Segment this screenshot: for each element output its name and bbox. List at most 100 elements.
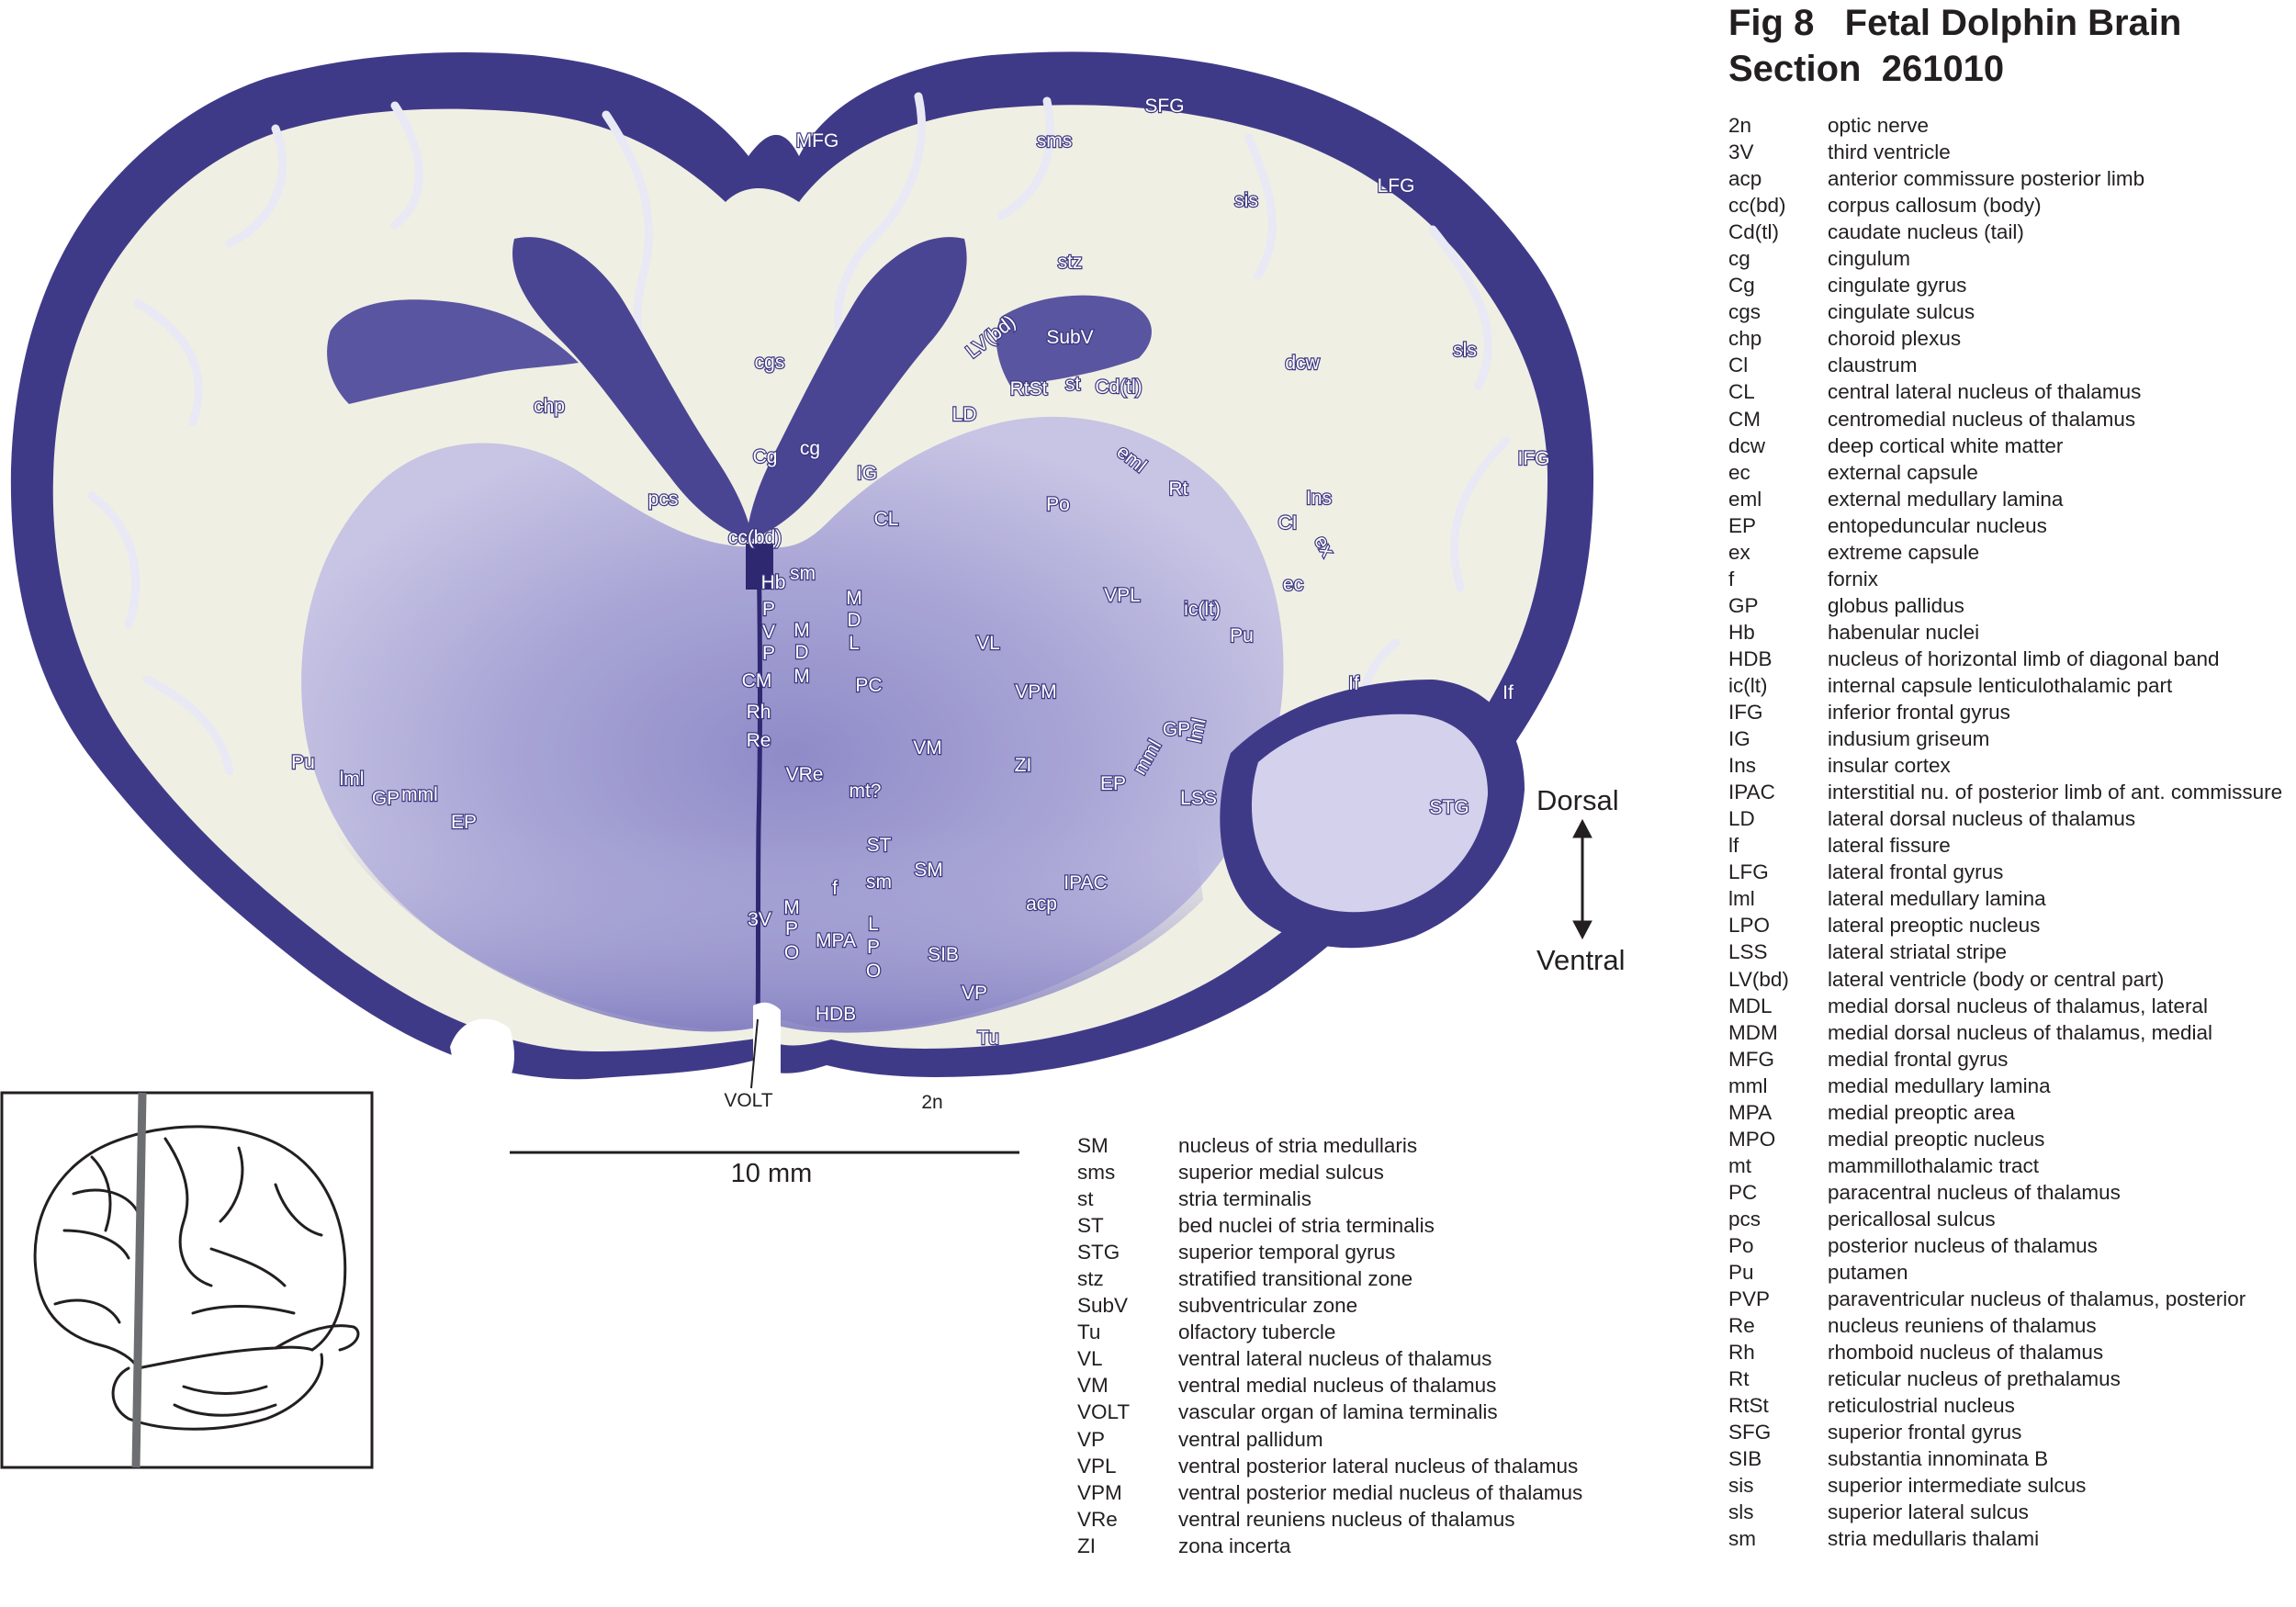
legend-abbreviation: Pu (1728, 1261, 1754, 1285)
legend-abbreviation: IFG (1728, 701, 1763, 725)
legend-description: deep cortical white matter (1828, 433, 2064, 457)
section-label: CM (742, 670, 772, 691)
legend-description: medial preoptic nucleus (1828, 1127, 2045, 1151)
section-label: sls (1453, 340, 1477, 361)
section-label: D (794, 642, 808, 663)
section-label: MFG (796, 130, 839, 152)
legend-row: MPO medial preoptic nucleus (1728, 1126, 2282, 1152)
legend-description: reticular nucleus of prethalamus (1828, 1367, 2121, 1391)
legend-description: optic nerve (1828, 114, 1930, 137)
legend-abbreviation: f (1728, 567, 1735, 590)
legend-description: centromedial nucleus of thalamus (1828, 407, 2136, 431)
legend-abbreviation: EP (1728, 513, 1757, 537)
section-label: V (762, 622, 775, 643)
legend-abbreviation: Hb (1728, 620, 1755, 644)
legend-abbreviation: Tu (1077, 1320, 1101, 1344)
legend-abbreviation: VRe (1077, 1507, 1118, 1531)
legend-description: pericallosal sulcus (1828, 1207, 1996, 1231)
legend-description: anterior commissure posterior limb (1828, 167, 2145, 191)
legend-row: Pu putamen (1728, 1259, 2282, 1286)
section-label: IG (857, 463, 877, 484)
legend-description: nucleus of horizontal limb of diagonal b… (1828, 646, 2220, 670)
legend-description: habenular nuclei (1828, 620, 1980, 644)
legend-description: lateral frontal gyrus (1828, 860, 2004, 884)
legend-description: putamen (1828, 1261, 1908, 1285)
legend-abbreviation: ec (1728, 460, 1750, 484)
section-label: CL (874, 509, 899, 530)
legend-abbreviation: pcs (1728, 1207, 1761, 1231)
legend-row: ic(lt)internal capsule lenticulothalamic… (1728, 672, 2282, 699)
section-label: M (793, 620, 810, 641)
inset-brain-drawing (0, 1091, 374, 1469)
section-label: Cd(tl) (1095, 376, 1142, 398)
legend-description: substantia innominata B (1828, 1447, 2049, 1471)
legend-description: rhomboid nucleus of thalamus (1828, 1341, 2104, 1365)
habenula (746, 544, 773, 590)
legend-row: HDB nucleus of horizontal limb of diagona… (1728, 646, 2282, 672)
legend-description: nucleus reuniens of thalamus (1828, 1314, 2097, 1338)
legend-abbreviation: SM (1077, 1134, 1109, 1157)
section-label: st (1065, 374, 1081, 395)
legend-abbreviation: ST (1077, 1214, 1104, 1238)
legend-abbreviation: Po (1728, 1233, 1754, 1257)
ventral-notch-midline (753, 1002, 781, 1093)
section-label: P (785, 918, 798, 939)
section-label: O (866, 961, 881, 982)
legend-description: lateral medullary lamina (1828, 887, 2046, 911)
legend-abbreviation: stz (1077, 1267, 1104, 1291)
section-label: EP (451, 812, 477, 833)
brain-section (10, 51, 1593, 1093)
legend-abbreviation: CM (1728, 407, 1761, 431)
section-label: Hb (761, 572, 786, 593)
section-label: SM (914, 860, 943, 881)
legend-abbreviation: Ins (1728, 754, 1757, 778)
legend-abbreviation: HDB (1728, 646, 1773, 670)
legend-description: lateral fissure (1828, 834, 1951, 858)
legend-abbreviation: SubV (1077, 1294, 1129, 1318)
section-label: M (846, 588, 862, 609)
legend-description: external medullary lamina (1828, 487, 2064, 511)
legend-description: zona incerta (1178, 1534, 1291, 1557)
legend-abbreviation: MPO (1728, 1127, 1776, 1151)
legend-abbreviation: CL (1728, 380, 1755, 404)
section-label: ST (867, 835, 892, 856)
section-label: MPA (816, 930, 856, 951)
legend-abbreviation: PC (1728, 1180, 1758, 1204)
legend-abbreviation: sis (1728, 1474, 1754, 1498)
legend-abbreviation: mml (1728, 1073, 1768, 1097)
legend-description: lateral ventricle (body or central part) (1828, 967, 2165, 991)
section-label: chp (534, 396, 565, 417)
section-label: ec (1283, 574, 1303, 595)
legend-description: ventral posterior lateral nucleus of tha… (1178, 1454, 1579, 1478)
section-label: M (783, 897, 800, 918)
legend-description: internal capsule lenticulothalamic part (1828, 673, 2173, 697)
figure-title: Fig 8 Fetal Dolphin Brain Section 261010 (1728, 0, 2181, 92)
legend-abbreviation: cgs (1728, 300, 1761, 324)
left-lateral-ventricle (327, 299, 579, 404)
legend-description: medial frontal gyrus (1828, 1047, 2009, 1071)
legend-description: medial dorsal nucleus of thalamus, later… (1828, 994, 2208, 1017)
